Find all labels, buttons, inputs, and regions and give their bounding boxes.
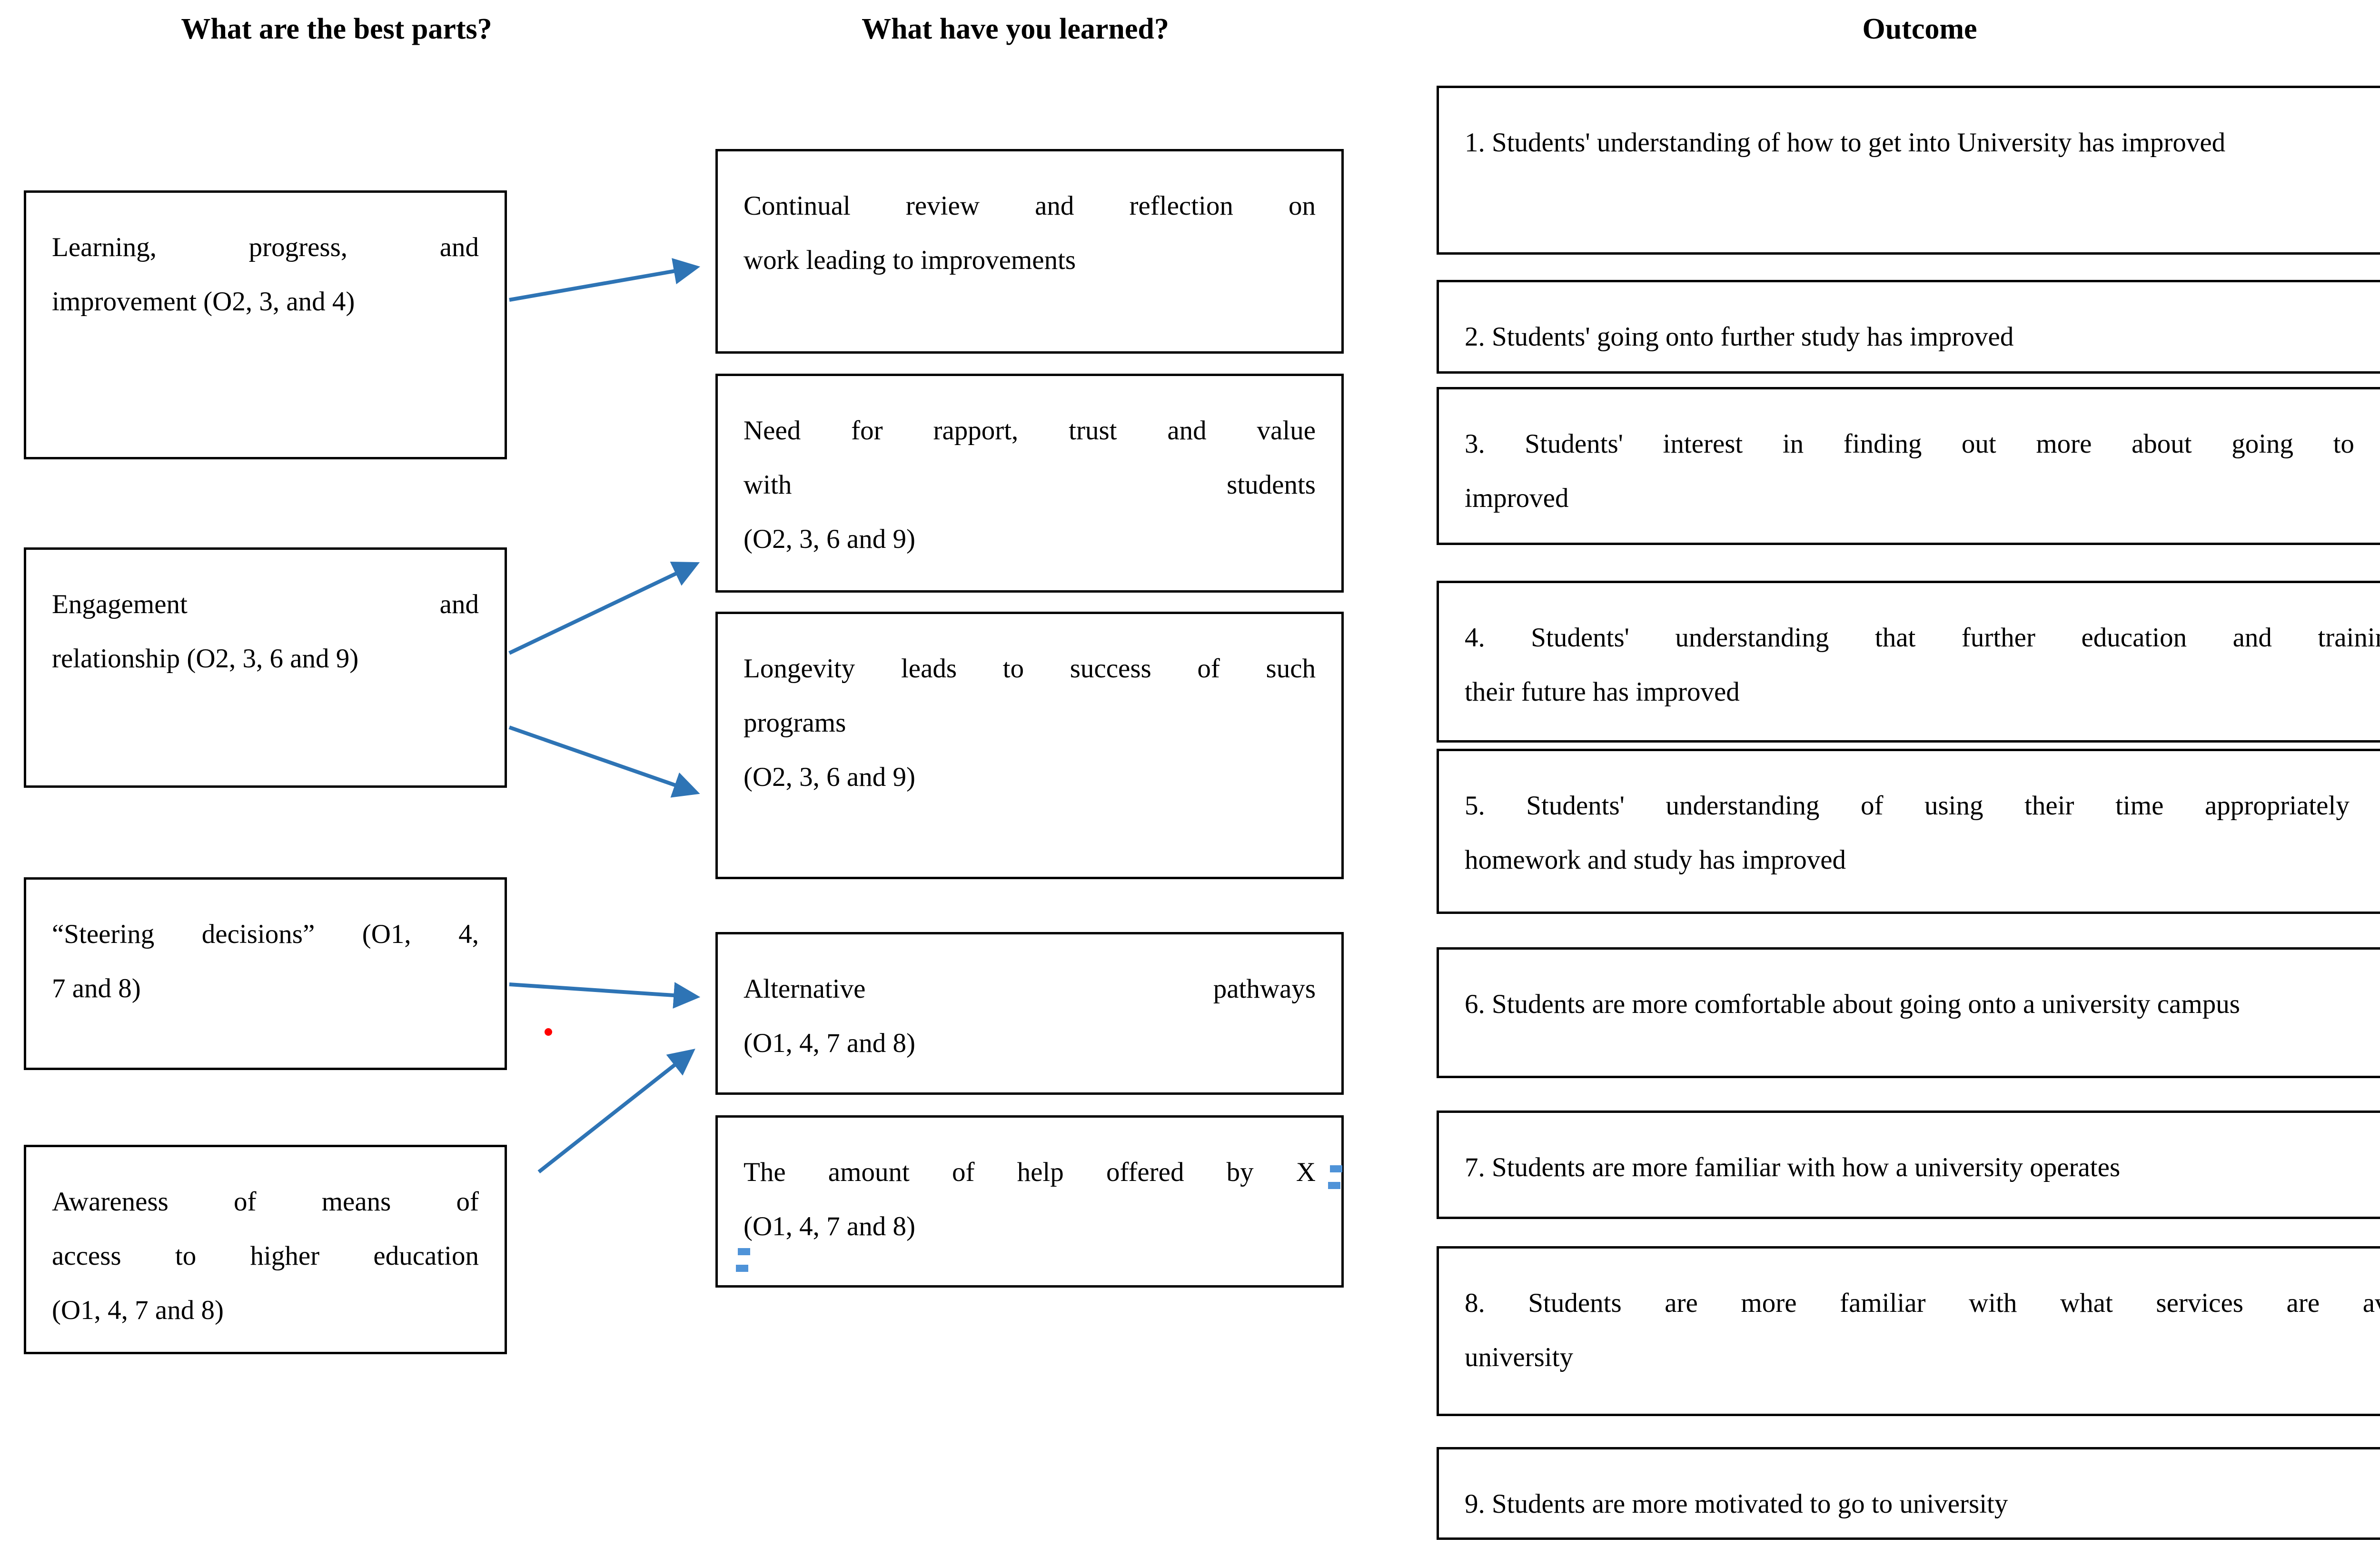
best-parts-box-1: Learning, progress, and improvement (O2,… [24,190,507,459]
arrow-best3-to-learned4 [509,982,701,1009]
box-text-line: (O1, 4, 7 and 8) [744,1028,915,1058]
box-text-line: 6. Students are more comfortable about g… [1465,989,2240,1019]
box-text-line: Need for rapport, trust and value [744,416,1316,446]
box-text-line: 4. Students' understanding that further … [1465,623,2380,653]
box-text-line: homework and study has improved [1465,845,1846,875]
box-text-line: 5. Students' understanding of using thei… [1465,791,2380,821]
learned-box-1: Continual review and reflection on work … [715,149,1344,354]
box-text-line: 3. Students' interest in finding out mor… [1465,429,2380,459]
box-text-line: Awareness of means of [52,1187,479,1217]
box-text-line: programs [744,708,846,738]
box-text-line: with students [744,470,1316,500]
learned-box-4: Alternative pathways (O1, 4, 7 and 8) [715,932,1344,1095]
box-text-line: relationship (O2, 3, 6 and 9) [52,644,359,674]
arrow-best4-to-learned4 [537,1049,695,1174]
box-text-line: 2. Students' going onto further study ha… [1465,322,2014,352]
box-text-line: The amount of help offered by X [744,1157,1316,1187]
best-parts-box-3: “Steering decisions” (O1, 4, 7 and 8) [24,877,507,1070]
arrow-best2-to-learned3 [508,725,700,798]
best-parts-box-4: Awareness of means of access to higher e… [24,1145,507,1354]
box-text-line: (O2, 3, 6 and 9) [744,524,915,554]
column-header-best-parts: What are the best parts? [181,13,492,45]
box-text-line: (O2, 3, 6 and 9) [744,762,915,792]
box-text-line: their future has improved [1465,677,1740,707]
box-text-line: Alternative pathways [744,974,1316,1004]
box-text-line: 8. Students are more familiar with what … [1465,1288,2380,1318]
red-dot-mark [545,1028,552,1036]
learned-box-5: The amount of help offered by X (O1, 4, … [715,1115,1344,1288]
box-text-line: (O1, 4, 7 and 8) [744,1211,915,1241]
outcome-box-4: 4. Students' understanding that further … [1437,581,2380,743]
box-text-line: improved [1465,483,1569,513]
outcome-box-6: 6. Students are more comfortable about g… [1437,947,2380,1078]
box-text-line: Learning, progress, and [52,232,479,262]
box-text-line: 9. Students are more motivated to go to … [1465,1489,2008,1519]
arrow-best2-to-learned2 [508,562,700,655]
column-header-learned: What have you learned? [862,13,1169,45]
outcome-box-2: 2. Students' going onto further study ha… [1437,280,2380,374]
box-text-line: improvement (O2, 3, and 4) [52,287,355,317]
box-text-line: (O1, 4, 7 and 8) [52,1295,224,1325]
outcome-box-3: 3. Students' interest in finding out mor… [1437,387,2380,545]
box-text-line: Longevity leads to success of such [744,654,1316,684]
box-text-line: Continual review and reflection on [744,191,1316,221]
arrow-best1-to-learned1 [509,258,701,302]
box-text-line: “Steering decisions” (O1, 4, [52,919,479,949]
learned-box-2: Need for rapport, trust and value with s… [715,374,1344,593]
box-text-line: 7. Students are more familiar with how a… [1465,1152,2121,1182]
outcome-box-5: 5. Students' understanding of using thei… [1437,749,2380,914]
best-parts-box-2: Engagement and relationship (O2, 3, 6 an… [24,547,507,788]
box-text-line: university [1465,1342,1573,1372]
box-text-line: 7 and 8) [52,973,141,1003]
outcome-box-9: 9. Students are more motivated to go to … [1437,1447,2380,1540]
box-text-line: 1. Students' understanding of how to get… [1465,128,2226,158]
outcome-box-7: 7. Students are more familiar with how a… [1437,1111,2380,1219]
column-header-outcome: Outcome [1862,13,1977,45]
learned-box-3: Longevity leads to success of such progr… [715,612,1344,879]
outcome-box-1: 1. Students' understanding of how to get… [1437,86,2380,255]
box-text-line: Engagement and [52,589,479,619]
box-text-line: work leading to improvements [744,245,1076,275]
outcome-box-8: 8. Students are more familiar with what … [1437,1246,2380,1416]
box-text-line: access to higher education [52,1241,479,1271]
